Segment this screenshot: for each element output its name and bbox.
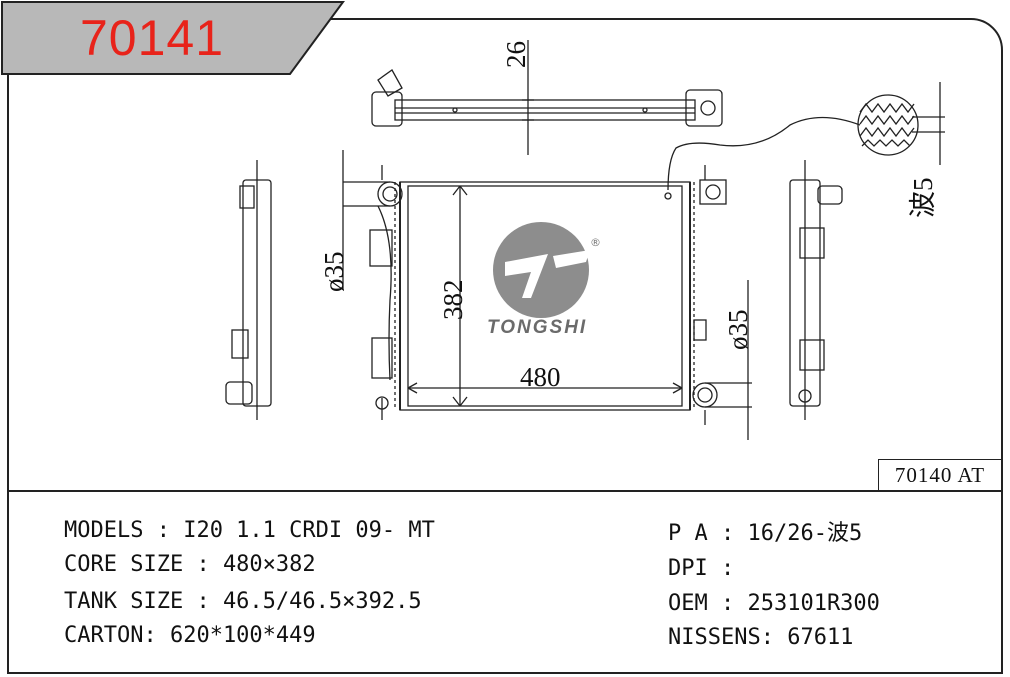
registered-mark: ® [590,236,601,249]
drawing-frame [7,18,1003,674]
right-tank [692,165,752,440]
fin-wave-detail [664,82,945,200]
spec-core-size: CORE SIZE : 480×382 [64,552,316,577]
spec-carton: CARTON: 620*100*449 [64,623,316,648]
spec-pa: P A : 16/26-波5 [668,521,863,546]
left-side-view [225,160,272,420]
dim-fin-wave: 波5 [908,178,938,219]
left-tank [342,150,403,420]
right-side-view [789,160,843,420]
dim-top-height: 26 [501,41,531,68]
spec-oem: OEM : 253101R300 [668,591,880,616]
spec-dpi: DPI : [668,556,735,581]
spec-models: MODELS : I20 1.1 CRDI 09- MT [64,518,435,543]
dim-core-width: 480 [520,362,561,392]
brand-logo-text: TONGSHI [487,317,587,338]
spec-nissens: NISSENS: 67611 [668,625,854,650]
tongshi-logo-mark: ® [493,222,601,318]
radiator-core [394,181,695,411]
title-tab [1,0,345,75]
spec-divider [7,490,1003,492]
spec-tank-size: TANK SIZE : 46.5/46.5×392.5 [64,589,422,614]
dim-outlet-diameter: ø35 [723,310,753,351]
reference-label: 70140 AT [878,459,1002,491]
dim-core-height: 382 [438,280,468,321]
part-number-title: 70141 [80,10,225,66]
radiator-drawing: ® TONGSHI 26 382 480 ø35 ø35 波5 [225,40,945,440]
top-view [371,40,723,155]
dim-inlet-diameter: ø35 [319,252,349,293]
